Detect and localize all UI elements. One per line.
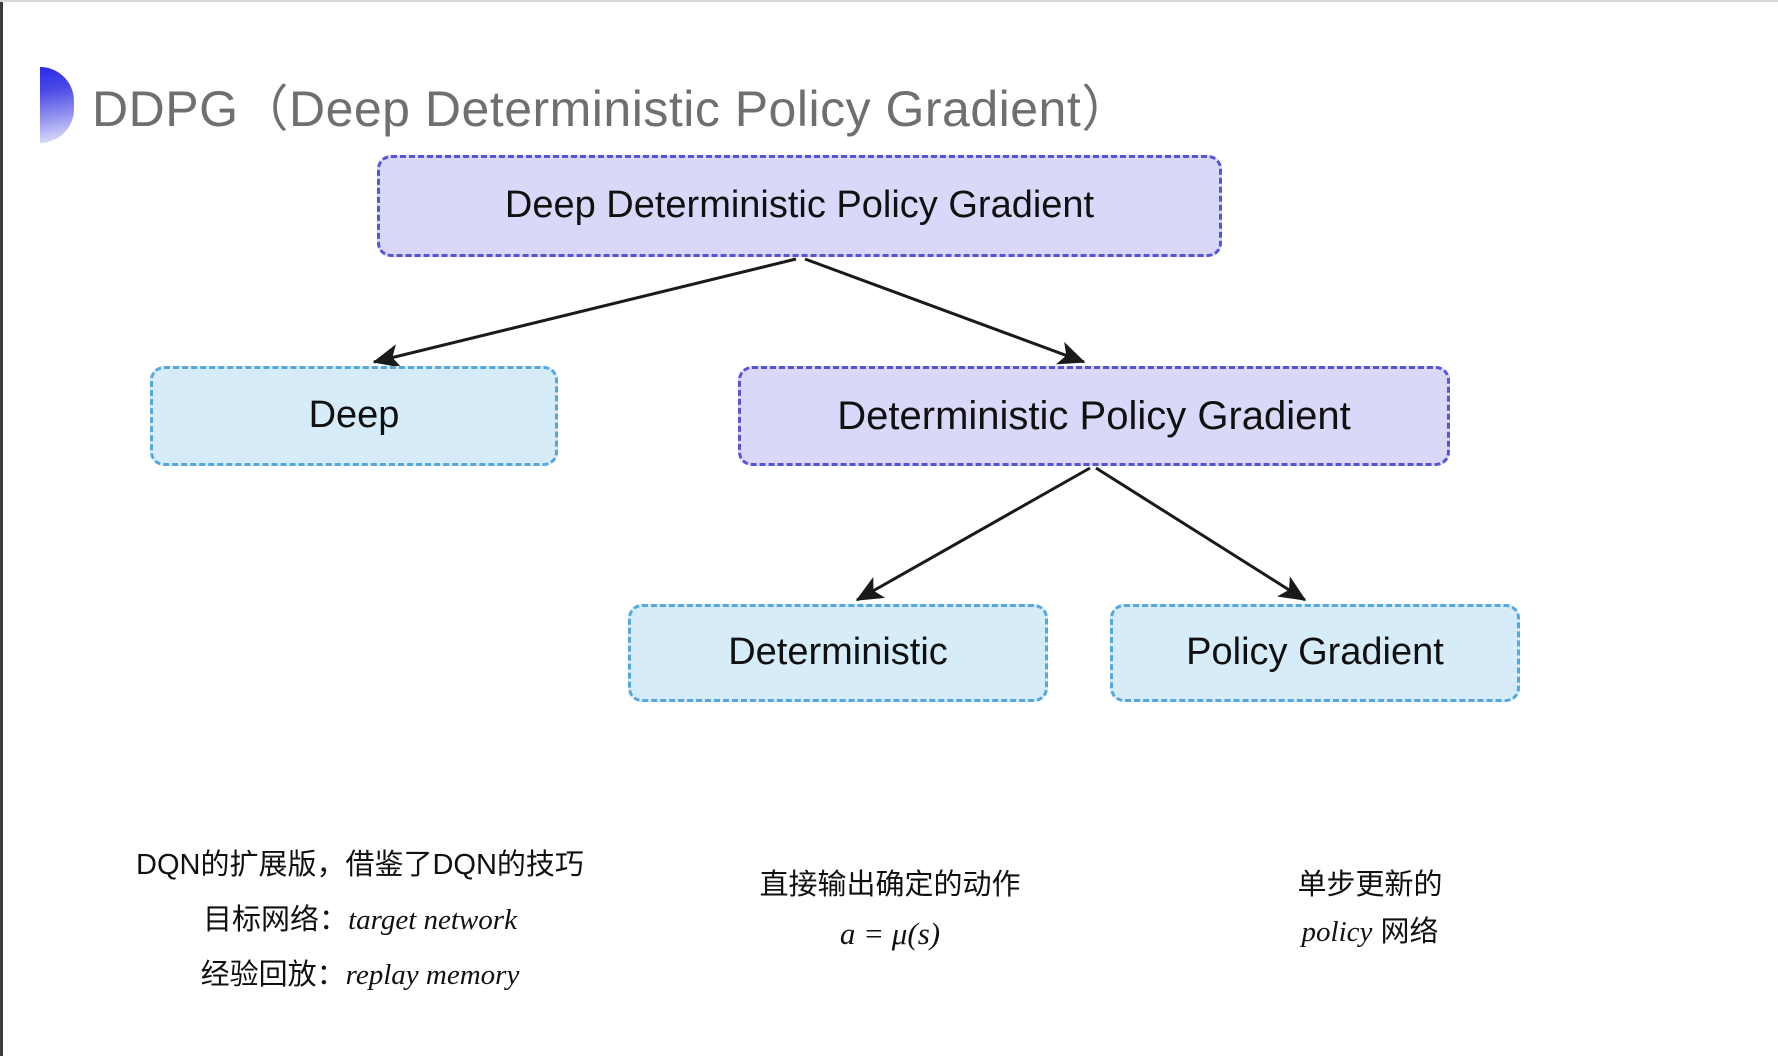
caption-deep: DQN的扩展版，借鉴了DQN的技巧 目标网络：target network 经验… xyxy=(100,838,620,1003)
slide-top-edge xyxy=(0,0,1778,2)
caption-policy-gradient: 单步更新的 policy 网络 xyxy=(1190,862,1550,956)
caption-policy-gradient-line1: 单步更新的 xyxy=(1297,869,1443,901)
caption-deep-line2: 目标网络：target network xyxy=(100,893,620,948)
node-deep[interactable]: Deep xyxy=(150,366,558,466)
edge-root-to-dpg xyxy=(804,257,1086,365)
caption-deep-line2-label: 目标网络： xyxy=(203,904,349,937)
edge-root-to-deep xyxy=(372,257,797,368)
node-label: Policy Gradient xyxy=(1186,631,1444,674)
node-label: Deep xyxy=(308,394,400,437)
caption-deterministic-line1: 直接输出确定的动作 xyxy=(759,869,1021,901)
caption-deep-line3-term: replay memory xyxy=(345,959,520,992)
node-deterministic[interactable]: Deterministic xyxy=(628,604,1048,702)
slide-title-row: DDPG（Deep Deterministic Policy Gradient） xyxy=(40,62,1132,148)
node-label: Deep Deterministic Policy Gradient xyxy=(504,184,1095,227)
edge-dpg-to-policy-gradient xyxy=(1095,466,1307,602)
half-circle-gradient-icon xyxy=(40,67,74,143)
caption-deep-line1: DQN的扩展版，借鉴了DQN的技巧 xyxy=(136,849,584,881)
node-deterministic-policy-gradient[interactable]: Deterministic Policy Gradient xyxy=(738,366,1450,466)
node-label: Deterministic Policy Gradient xyxy=(837,394,1351,438)
edge-dpg-to-deterministic xyxy=(855,466,1091,602)
caption-deterministic-formula: a = μ(s) xyxy=(839,915,941,951)
caption-policy-gradient-term: policy xyxy=(1301,915,1373,948)
caption-policy-gradient-suffix: 网络 xyxy=(1372,915,1439,948)
caption-deep-line3-label: 经验回放： xyxy=(200,959,346,992)
slide-left-edge xyxy=(0,0,3,1056)
caption-deep-line3: 经验回放：replay memory xyxy=(100,948,620,1003)
node-label: Deterministic xyxy=(728,631,948,674)
node-policy-gradient[interactable]: Policy Gradient xyxy=(1110,604,1520,702)
caption-policy-gradient-line2: policy 网络 xyxy=(1190,909,1550,956)
caption-deep-line2-term: target network xyxy=(348,904,517,937)
caption-deterministic: 直接输出确定的动作 a = μ(s) xyxy=(690,862,1090,959)
node-deep-deterministic-policy-gradient[interactable]: Deep Deterministic Policy Gradient xyxy=(377,155,1222,257)
page-title: DDPG（Deep Deterministic Policy Gradient） xyxy=(92,81,1132,137)
